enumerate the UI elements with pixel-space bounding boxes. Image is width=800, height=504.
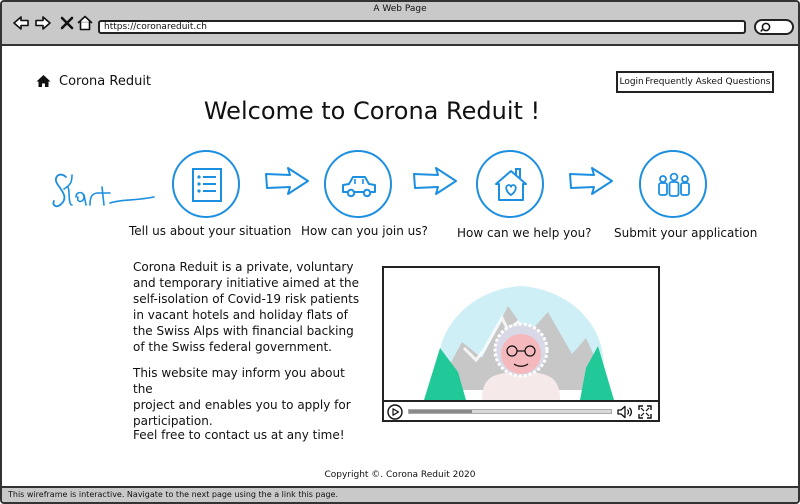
video-controls bbox=[384, 400, 658, 420]
info-line: This website may inform you about the bbox=[133, 366, 345, 396]
step-situation-button[interactable] bbox=[172, 150, 240, 218]
browser-toolbar: A Web Page https://coronareduit.ch bbox=[2, 2, 798, 46]
video-progress-bar[interactable] bbox=[408, 409, 612, 414]
info-line: participation. bbox=[133, 414, 213, 428]
back-arrow-icon[interactable] bbox=[12, 14, 30, 32]
address-bar[interactable]: https://coronareduit.ch bbox=[98, 20, 746, 34]
arrow-right-icon bbox=[413, 167, 457, 195]
home-icon bbox=[36, 75, 51, 87]
step-join-label[interactable]: How can you join us? bbox=[301, 224, 428, 238]
intro-line: Corona Reduit is a private, voluntary bbox=[133, 260, 354, 274]
intro-paragraph: Corona Reduit is a private, voluntary an… bbox=[133, 259, 365, 355]
video-thumbnail bbox=[424, 286, 614, 400]
close-icon[interactable] bbox=[58, 14, 76, 32]
brand-link[interactable]: Corona Reduit bbox=[36, 72, 151, 90]
url-text: https://coronareduit.ch bbox=[104, 22, 207, 32]
checklist-icon bbox=[192, 168, 222, 202]
intro-line: self-isolation of Covid-19 risk patients bbox=[133, 292, 360, 306]
window-title: A Web Page bbox=[373, 4, 427, 14]
page-content: Corona Reduit Login Frequently Asked Que… bbox=[2, 46, 798, 486]
step-submit-label[interactable]: Submit your application bbox=[614, 226, 758, 240]
contact-line: Feel free to contact us at any time! bbox=[133, 428, 345, 442]
step-help-label[interactable]: How can we help you? bbox=[457, 226, 592, 240]
top-navigation: Login Frequently Asked Questions bbox=[616, 71, 774, 93]
intro-line: and temporary initiative aimed at the bbox=[133, 276, 360, 290]
start-handwriting bbox=[52, 173, 155, 208]
step-join-button[interactable] bbox=[324, 150, 392, 218]
info-paragraph: This website may inform you about the pr… bbox=[133, 365, 365, 429]
volume-icon[interactable] bbox=[616, 404, 634, 420]
faq-link[interactable]: Frequently Asked Questions bbox=[645, 77, 771, 87]
arrow-right-icon bbox=[265, 167, 309, 195]
people-icon bbox=[658, 172, 690, 197]
step-help-button[interactable] bbox=[476, 150, 544, 218]
step-submit-button[interactable] bbox=[639, 150, 707, 218]
status-bar: This wireframe is interactive. Navigate … bbox=[2, 486, 798, 502]
contact-paragraph: Feel free to contact us at any time! bbox=[133, 427, 365, 443]
status-text: This wireframe is interactive. Navigate … bbox=[8, 490, 339, 499]
copyright-text: Copyright ©. Corona Reduit 2020 bbox=[324, 470, 476, 480]
home-nav-icon[interactable] bbox=[76, 14, 94, 32]
play-icon[interactable] bbox=[387, 404, 403, 420]
login-link[interactable]: Login bbox=[619, 77, 644, 87]
search-field[interactable] bbox=[754, 19, 794, 35]
house-heart-icon bbox=[495, 168, 527, 201]
video-player[interactable] bbox=[382, 266, 660, 422]
search-icon bbox=[760, 22, 771, 32]
brand-name: Corona Reduit bbox=[59, 73, 152, 89]
arrow-right-icon bbox=[569, 167, 613, 195]
step-situation-label[interactable]: Tell us about your situation bbox=[129, 224, 292, 238]
intro-line: of the Swiss federal government. bbox=[133, 340, 332, 354]
car-icon bbox=[342, 176, 376, 198]
forward-arrow-icon[interactable] bbox=[34, 14, 52, 32]
video-progress-fill bbox=[409, 410, 472, 413]
page-title: Welcome to Corona Reduit ! bbox=[203, 97, 541, 125]
intro-line: the Swiss Alps with financial backing bbox=[133, 324, 354, 338]
intro-line: in vacant hotels and holiday flats of bbox=[133, 308, 348, 322]
info-line: project and enables you to apply for bbox=[133, 398, 351, 412]
fullscreen-icon[interactable] bbox=[637, 404, 653, 420]
